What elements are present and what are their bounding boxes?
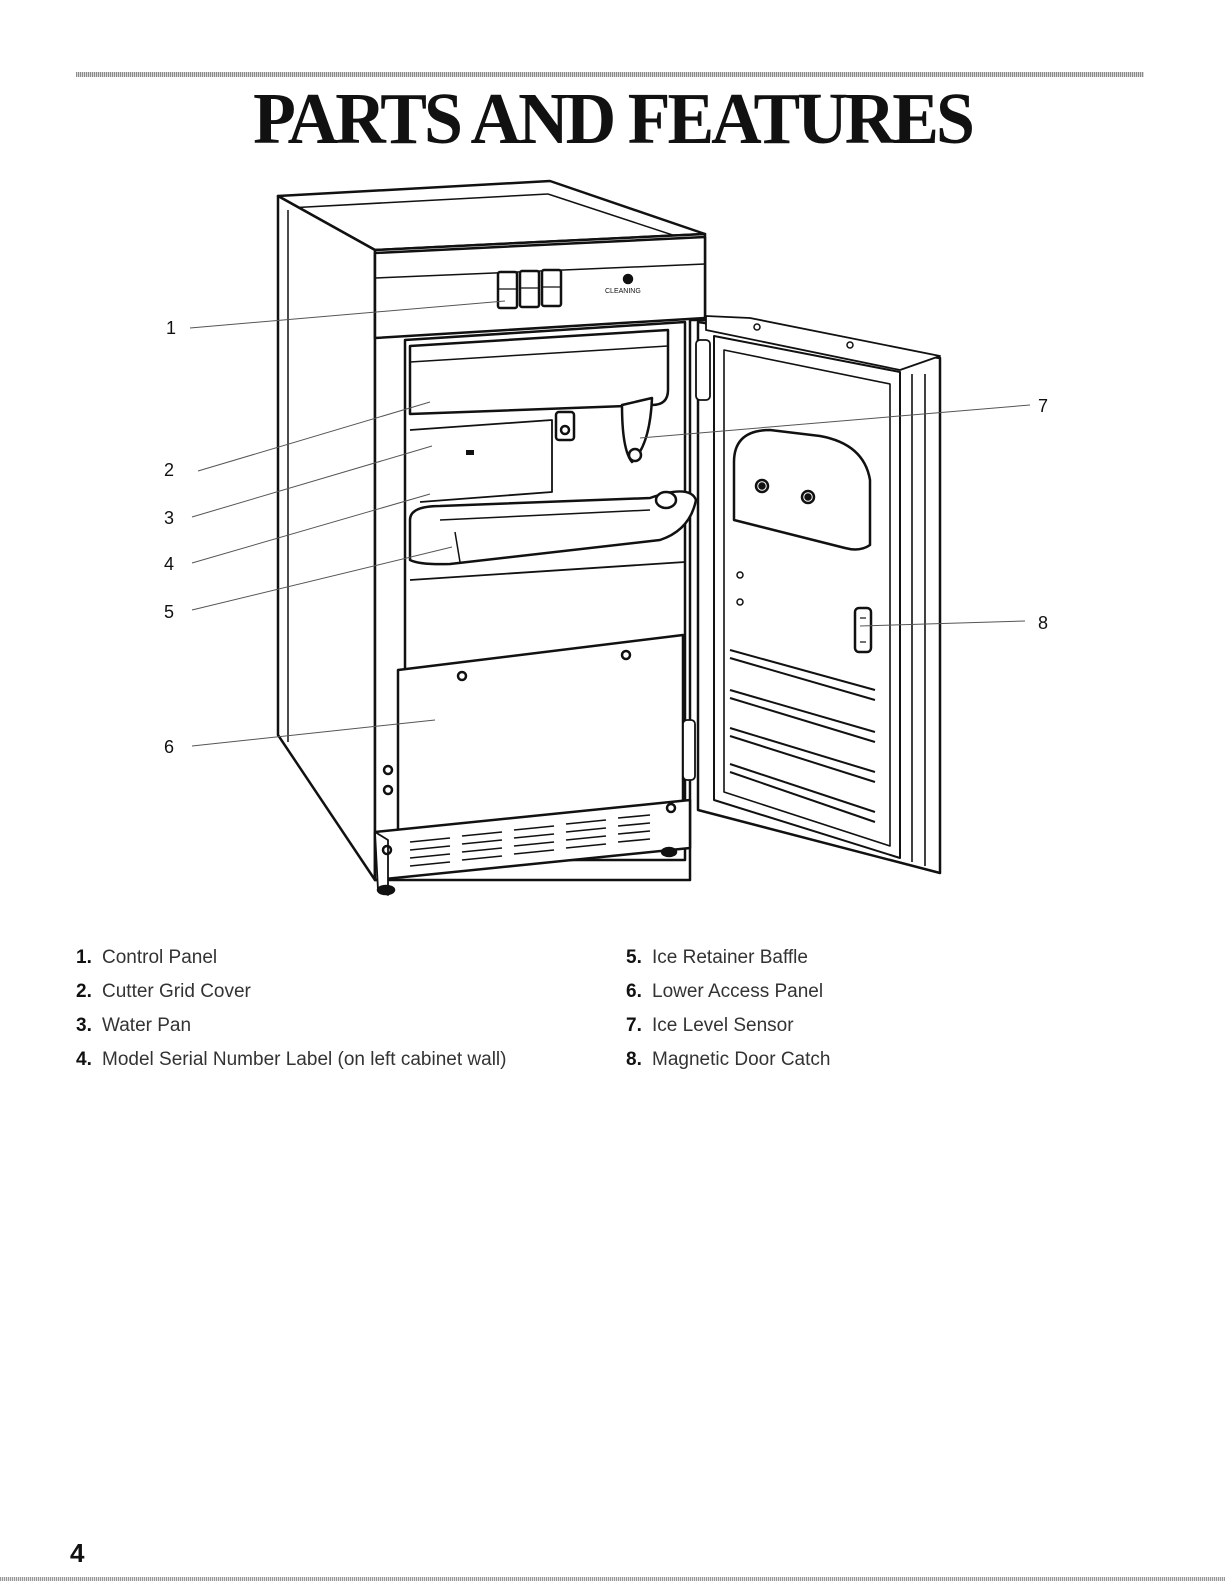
legend-label: Ice Level Sensor: [652, 1015, 794, 1036]
cabinet-left-side: [278, 196, 375, 880]
legend-label: Magnetic Door Catch: [652, 1049, 830, 1070]
legend-item: 4.Model Serial Number Label (on left cab…: [76, 1048, 506, 1082]
legend-num: 6.: [626, 980, 652, 1004]
control-button-2: [520, 271, 539, 307]
legend-num: 1.: [76, 946, 102, 970]
callout-2: 2: [164, 460, 174, 480]
callout-7: 7: [1038, 396, 1048, 416]
cleaning-label: CLEANING: [605, 288, 641, 295]
legend-num: 8.: [626, 1048, 652, 1072]
callout-1: 1: [166, 318, 176, 338]
legend-num: 7.: [626, 1014, 652, 1038]
magnetic-door-catch: [855, 608, 871, 652]
callout-8: 8: [1038, 613, 1048, 633]
callout-3: 3: [164, 508, 174, 528]
legend-num: 2.: [76, 980, 102, 1004]
cutter-grid-cover: [410, 330, 668, 414]
legend-num: 5.: [626, 946, 652, 970]
legend-item: 3.Water Pan: [76, 1014, 506, 1048]
legend-left: 1.Control Panel 2.Cutter Grid Cover 3.Wa…: [76, 946, 506, 1082]
legend-item: 5.Ice Retainer Baffle: [626, 946, 830, 980]
legend-item: 2.Cutter Grid Cover: [76, 980, 506, 1014]
ice-maker-diagram: 1 2 3 4 5 6 7 8 CLEANING: [0, 0, 1225, 920]
control-button-3: [542, 270, 561, 306]
legend-label: Lower Access Panel: [652, 981, 823, 1002]
legend-item: 6.Lower Access Panel: [626, 980, 830, 1014]
legend-label: Water Pan: [102, 1015, 191, 1036]
callout-6: 6: [164, 737, 174, 757]
bottom-rule: [0, 1577, 1225, 1581]
legend-item: 1.Control Panel: [76, 946, 506, 980]
legend-num: 3.: [76, 1014, 102, 1038]
legend-label: Model Serial Number Label (on left cabin…: [102, 1049, 506, 1070]
callout-4: 4: [164, 554, 174, 574]
control-button-1: [498, 272, 517, 308]
cleaning-indicator-light: [624, 275, 632, 283]
legend-num: 4.: [76, 1048, 102, 1072]
legend-label: Ice Retainer Baffle: [652, 947, 808, 968]
legend-label: Cutter Grid Cover: [102, 981, 251, 1002]
legend-item: 8.Magnetic Door Catch: [626, 1048, 830, 1082]
legend-right: 5.Ice Retainer Baffle 6.Lower Access Pan…: [626, 946, 830, 1082]
page-number: 4: [70, 1538, 84, 1569]
legend-label: Control Panel: [102, 947, 217, 968]
legend-item: 7.Ice Level Sensor: [626, 1014, 830, 1048]
callout-5: 5: [164, 602, 174, 622]
